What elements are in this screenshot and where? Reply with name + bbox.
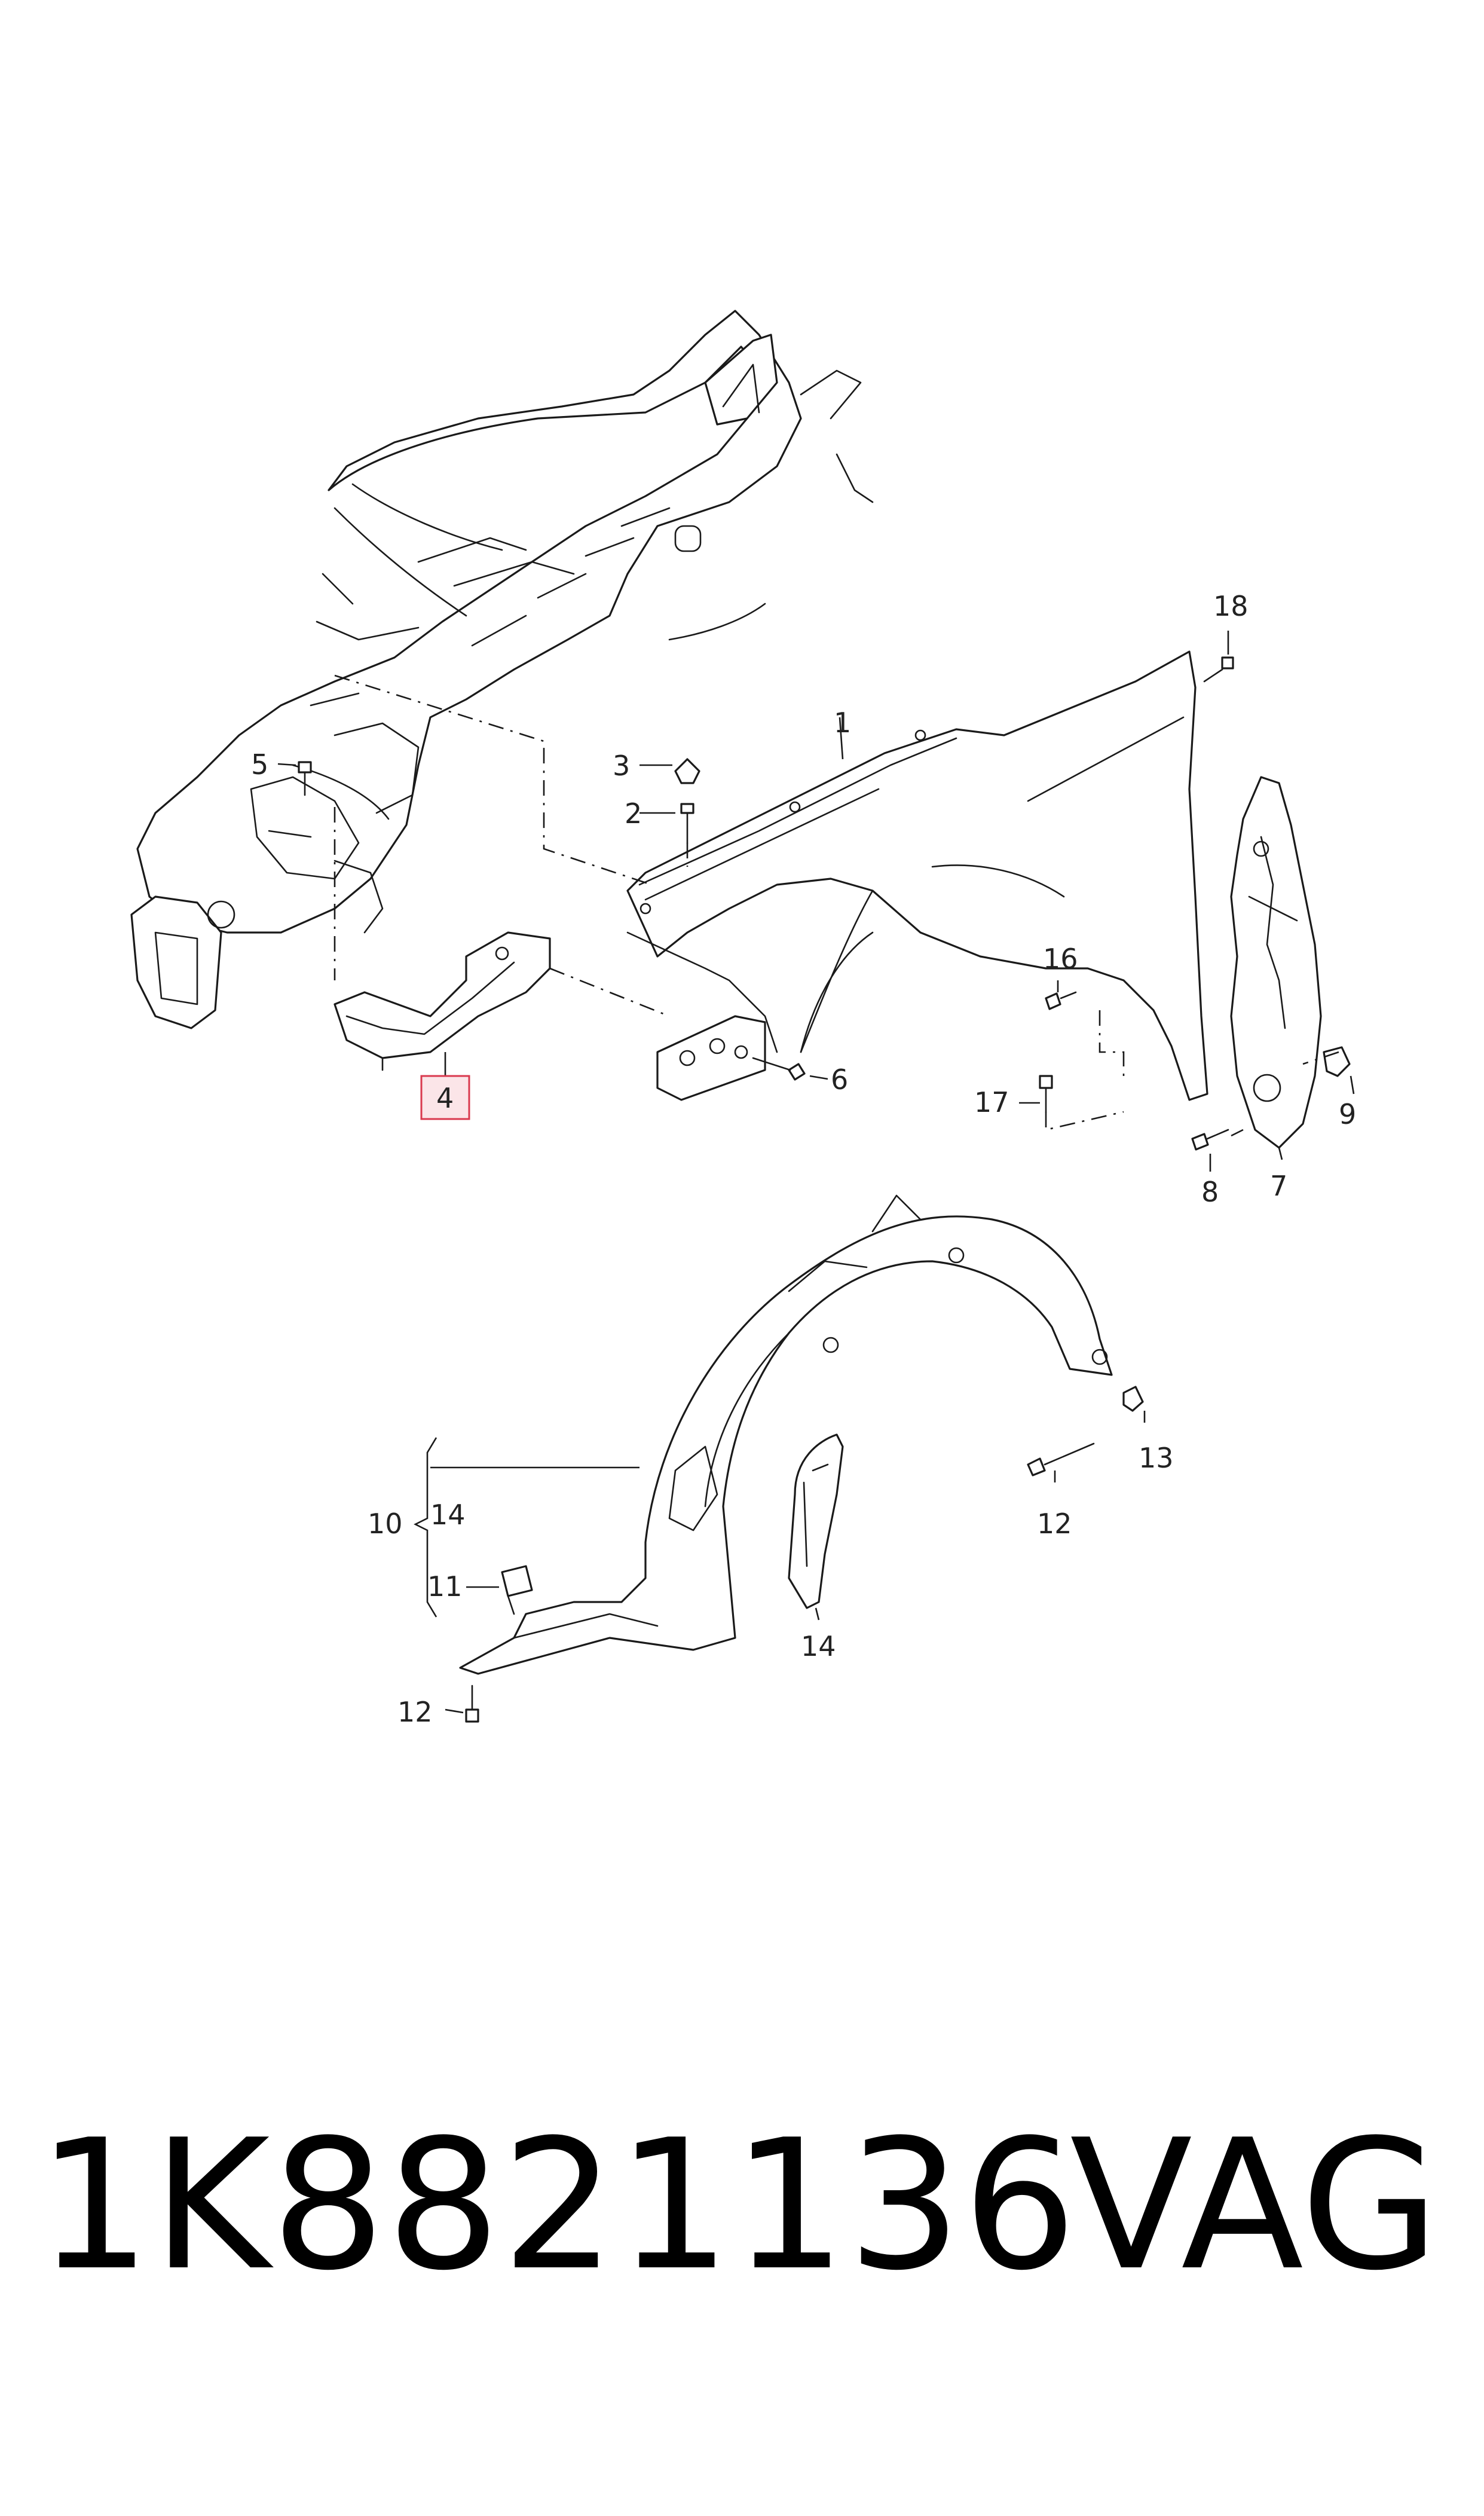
footer: 1K8821136 VAG (0, 2116, 1484, 2367)
callout-5: 5 (251, 748, 268, 781)
callout-3: 3 (613, 750, 630, 782)
bracket-part-4 (333, 931, 551, 1071)
leader-lines (277, 631, 1355, 1714)
assembly-lines (333, 674, 1339, 1137)
callout-17: 17 (974, 1086, 1009, 1118)
callout-14-left: 14 (430, 1499, 466, 1531)
callout-6: 6 (831, 1063, 848, 1096)
callout-16: 16 (1043, 943, 1078, 975)
wheel-housing-liner (459, 1194, 1113, 1675)
callout-12-right: 12 (1037, 1508, 1072, 1540)
callout-11: 11 (427, 1570, 463, 1603)
callout-9: 9 (1339, 1098, 1356, 1130)
callout-2: 2 (625, 797, 642, 830)
callout-labels: 1 2 3 4 5 6 7 8 9 10 11 12 12 13 14 14 1… (251, 590, 1356, 1728)
brand-name: VAG (1070, 2101, 1440, 2310)
fasteners (298, 656, 1351, 1723)
callout-18: 18 (1213, 590, 1249, 622)
callout-1: 1 (834, 707, 851, 739)
callout-4: 4 (436, 1082, 454, 1114)
fender-part-1 (626, 650, 1208, 1101)
callout-8: 8 (1201, 1176, 1219, 1208)
callout-14-right: 14 (801, 1630, 836, 1662)
seal-part-7 (1230, 776, 1322, 1149)
callout-13: 13 (1139, 1442, 1174, 1474)
callout-10: 10 (368, 1508, 403, 1540)
part-number: 1K8821136 (37, 2101, 1078, 2310)
callout-12-left: 12 (397, 1696, 433, 1728)
part-4-highlight-box (420, 1075, 470, 1120)
callout-7: 7 (1270, 1170, 1287, 1202)
body-frame (130, 310, 874, 1029)
